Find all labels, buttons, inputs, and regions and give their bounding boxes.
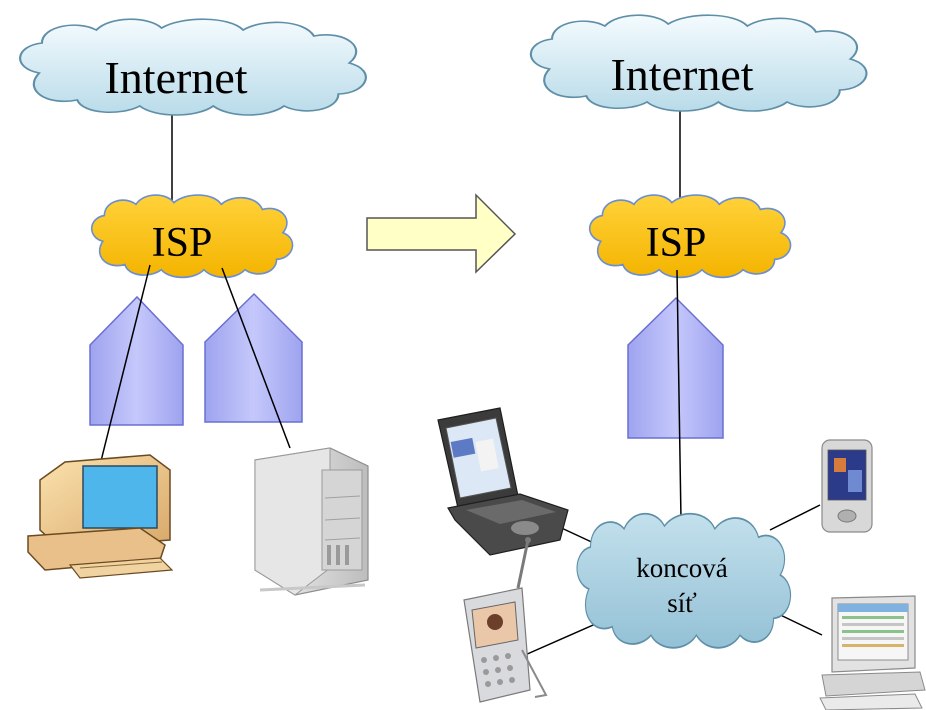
access-line-shape-1	[89, 295, 184, 426]
laptop-icon	[437, 407, 569, 556]
left-topology: Internet ISP	[19, 18, 369, 596]
link-isp-desktop	[99, 264, 151, 466]
isp-label-left: ISP	[152, 220, 213, 266]
access-network-label-line2: síť	[667, 588, 697, 618]
access-line-shape-right	[627, 296, 724, 439]
right-topology: Internet ISP koncová síť	[437, 14, 926, 710]
server-tower-icon	[254, 447, 369, 596]
internet-label-right: Internet	[610, 49, 753, 100]
link-access-phone	[524, 621, 601, 656]
pda-icon	[821, 439, 873, 533]
access-network-label-line1: koncová	[636, 553, 727, 583]
link-isp-access-network	[676, 269, 682, 521]
workstation-icon	[819, 595, 926, 710]
transition-arrow	[366, 193, 517, 274]
isp-label-right: ISP	[646, 220, 707, 266]
link-access-pda	[769, 504, 821, 531]
mobile-phone-icon	[463, 537, 548, 703]
access-line-shape-2	[204, 292, 303, 423]
desktop-computer-icon	[27, 454, 174, 579]
internet-label-left: Internet	[104, 52, 247, 103]
link-isp-server	[221, 267, 291, 449]
